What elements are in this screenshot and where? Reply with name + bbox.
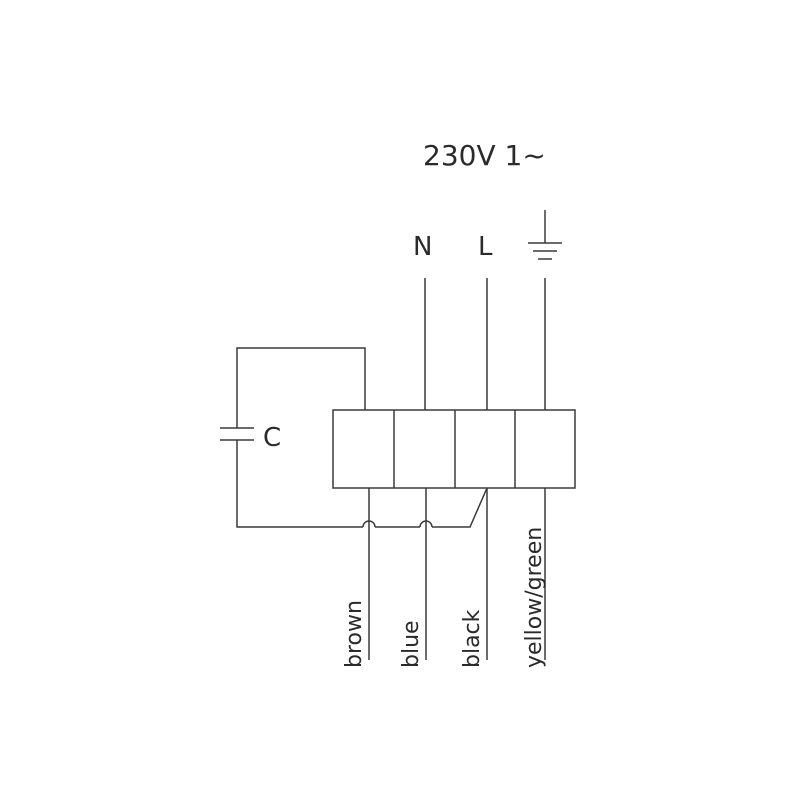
wire-label-yellow-green: yellow/green — [522, 527, 547, 668]
line-label: L — [478, 232, 493, 262]
terminal-block — [332, 409, 576, 489]
neutral-label: N — [413, 232, 432, 262]
wire-label-black: black — [460, 609, 485, 668]
capacitor-icon — [220, 427, 254, 441]
capacitor-label: C — [263, 423, 281, 453]
wire-label-brown: brown — [342, 600, 367, 668]
capacitor-circuit — [236, 347, 488, 528]
supply-label: 230V 1~ — [423, 139, 546, 172]
earth-ground-icon — [528, 210, 562, 260]
wire-label-blue: blue — [399, 620, 424, 668]
